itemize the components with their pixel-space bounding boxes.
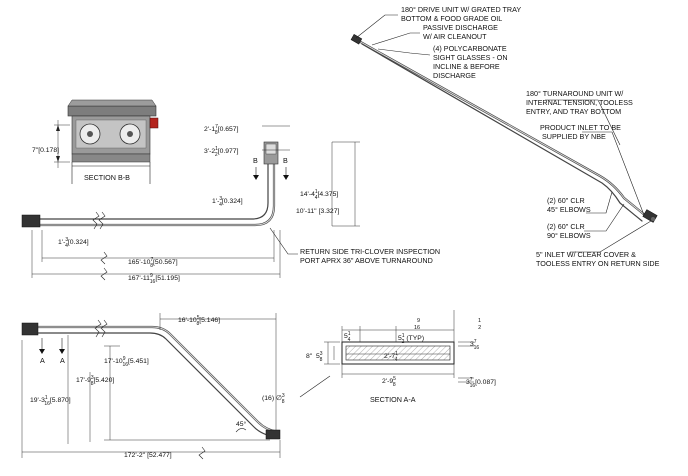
section-aa-title: SECTION A-A	[370, 395, 416, 404]
side-drive-unit	[21, 322, 39, 336]
marker-b-right: B	[283, 156, 288, 165]
callout-turnaround-unit: 180° TURNAROUND UNIT W/ INTERNAL TENSION…	[526, 89, 635, 116]
bb-handle	[149, 117, 159, 129]
callout-90-elbows: (2) 60" CLR 90° ELBOWS	[547, 222, 591, 240]
side-conveyor-tube	[26, 325, 280, 434]
callout-45-elbows: (2) 60" CLR 45° ELBOWS	[547, 196, 591, 214]
aa-dim-8: 8"	[306, 353, 313, 360]
marker-a-left: A	[40, 356, 45, 365]
side-turnaround-unit	[265, 429, 281, 440]
callout-product-inlet: PRODUCT INLET TO BE SUPPLIED BY NBE	[540, 123, 623, 141]
bb-dim-7: 7"[0.178]	[32, 147, 59, 154]
callout-return-side: RETURN SIDE TRI-CLOVER INSPECTION PORT A…	[300, 247, 442, 265]
section-bb-title: SECTION B-B	[84, 173, 130, 182]
marker-a-right: A	[60, 356, 65, 365]
isometric-view: 180° DRIVE UNIT W/ GRATED TRAY BOTTOM & …	[350, 5, 660, 268]
callout-sight-glasses: (4) POLYCARBONATE SIGHT GLASSES - ON INC…	[433, 44, 510, 80]
section-bb: 7"[0.178] SECTION B-B	[32, 99, 159, 184]
bb-hopper	[67, 105, 157, 117]
top-conveyor-tube	[28, 148, 276, 227]
top-drive-unit	[21, 214, 41, 228]
callout-5-inch-inlet: 5" INLET W/ CLEAR COVER & TOOLESS ENTRY …	[536, 250, 660, 268]
callout-passive-discharge: PASSIVE DISCHARGE W/ AIR CLEANOUT	[423, 23, 500, 41]
iso-turnaround-unit	[642, 209, 658, 223]
marker-b-left: B	[253, 156, 258, 165]
dim-172: 172'-2"[52.477]	[124, 452, 172, 459]
aa-inner-channel	[345, 345, 451, 361]
dim-10-11: 10'-11"[3.327]	[296, 208, 339, 215]
angle-45: 45°	[236, 420, 247, 428]
callout-drive-unit: 180° DRIVE UNIT W/ GRATED TRAY BOTTOM & …	[401, 5, 523, 23]
